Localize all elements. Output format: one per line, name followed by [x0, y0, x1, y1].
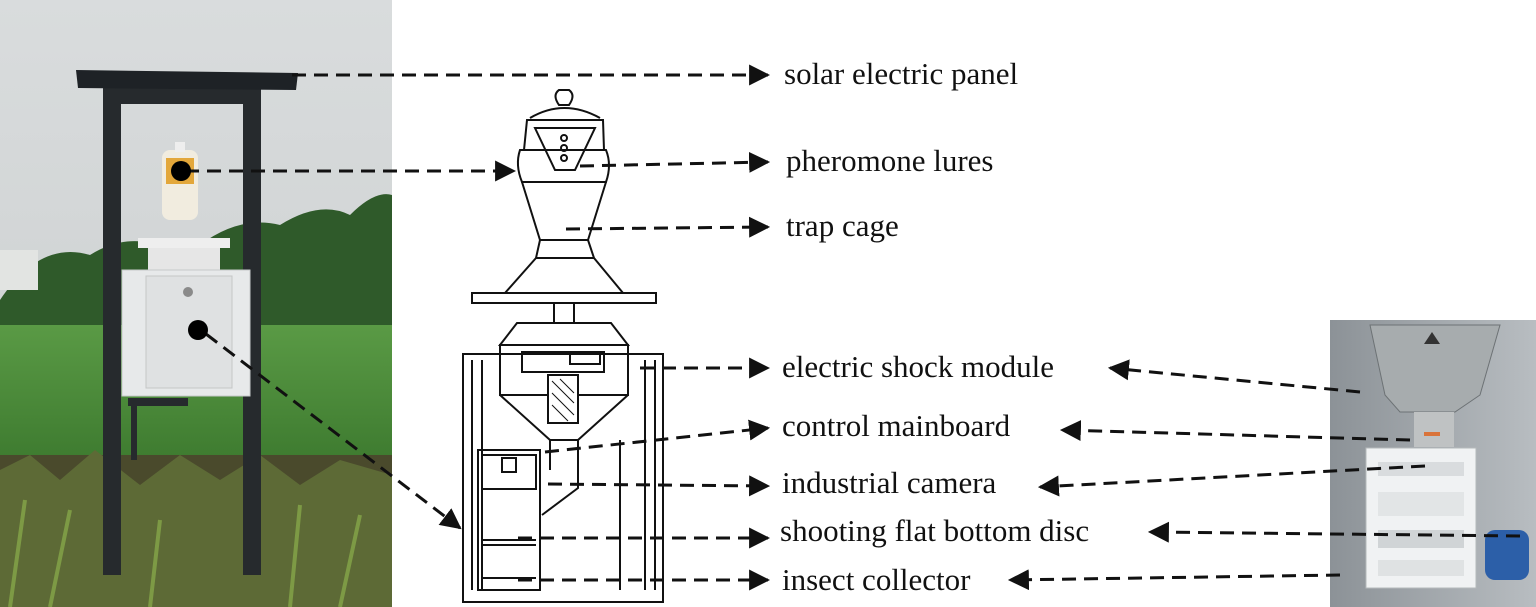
label-pheromone-lures: pheromone lures	[786, 143, 994, 178]
box-marker-dot	[188, 320, 208, 340]
label-shooting-flat-bottom-disc: shooting flat bottom disc	[780, 513, 1090, 548]
field-photo	[0, 0, 392, 607]
internal-photo	[1330, 320, 1536, 607]
label-solar-electric-panel: solar electric panel	[784, 56, 1019, 91]
label-control-mainboard: control mainboard	[782, 408, 1011, 443]
leader-lines	[185, 64, 1521, 591]
label-trap-cage: trap cage	[786, 208, 899, 243]
trap-drawing	[462, 89, 664, 603]
lure-marker-dot	[171, 161, 191, 181]
label-industrial-camera: industrial camera	[782, 465, 997, 500]
label-electric-shock-module: electric shock module	[782, 349, 1055, 384]
label-insect-collector: insect collector	[782, 562, 971, 597]
